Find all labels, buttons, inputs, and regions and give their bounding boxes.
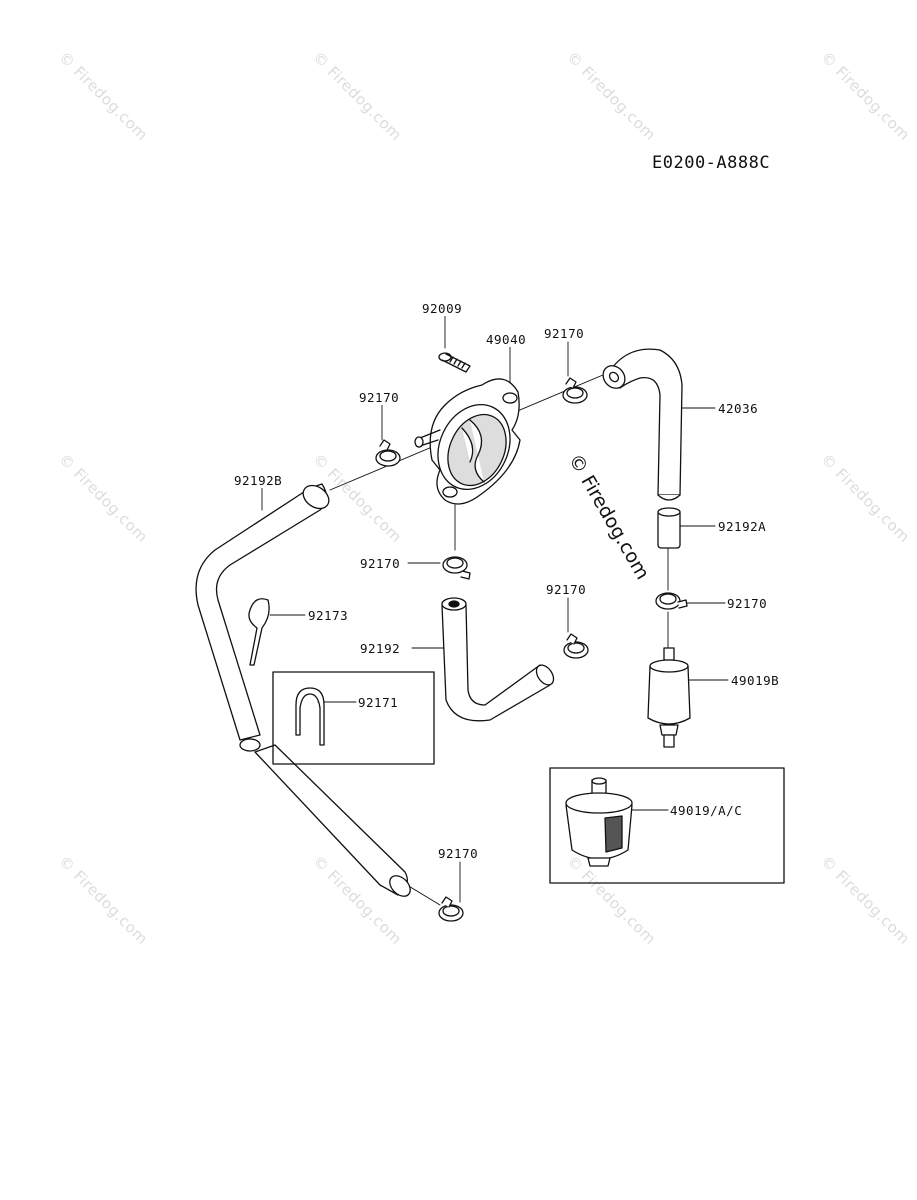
label-clip-92171: 92171 (358, 695, 399, 710)
label-clip-92173: 92173 (308, 608, 349, 623)
label-filter-49019B: 49019B (731, 673, 780, 688)
hose-42036 (602, 348, 683, 501)
label-filter-49019AC: 49019/A/C (670, 803, 743, 818)
hose-92192B (195, 483, 411, 897)
clamp-92170 (655, 592, 688, 610)
label-clamp: 92170 (359, 390, 400, 405)
label-hose-92192: 92192 (360, 641, 401, 656)
label-hose-92192B: 92192B (234, 473, 283, 488)
clamp-92170 (563, 633, 589, 659)
label-hose-92192A: 92192A (718, 519, 767, 534)
clamp-92170 (375, 439, 401, 467)
label-clamp: 92170 (438, 846, 479, 861)
label-clamp: 92170 (727, 596, 768, 611)
clip-92173 (248, 598, 270, 666)
inset-box-49019AC (549, 767, 785, 884)
hose-92192 (441, 597, 555, 722)
label-hose-42036: 42036 (718, 401, 759, 416)
clamp-92170 (562, 377, 588, 404)
bolt-92009 (438, 352, 471, 373)
label-bolt: 92009 (422, 301, 463, 316)
leader-lines (261, 315, 729, 903)
label-clamp: 92170 (546, 582, 587, 597)
filter-49019B (647, 647, 691, 748)
inset-box-92171 (272, 671, 435, 765)
hose-92192A (657, 507, 681, 549)
diagram-code: E0200-A888C (652, 153, 771, 173)
clip-92171 (295, 687, 325, 746)
clamp-92170 (438, 896, 464, 922)
label-clamp: 92170 (544, 326, 585, 341)
label-clamp: 92170 (360, 556, 401, 571)
fuel-pump-49040 (414, 378, 521, 505)
clamp-92170 (442, 556, 471, 580)
filter-49019AC (565, 777, 633, 867)
label-fuel-pump: 49040 (486, 332, 527, 347)
